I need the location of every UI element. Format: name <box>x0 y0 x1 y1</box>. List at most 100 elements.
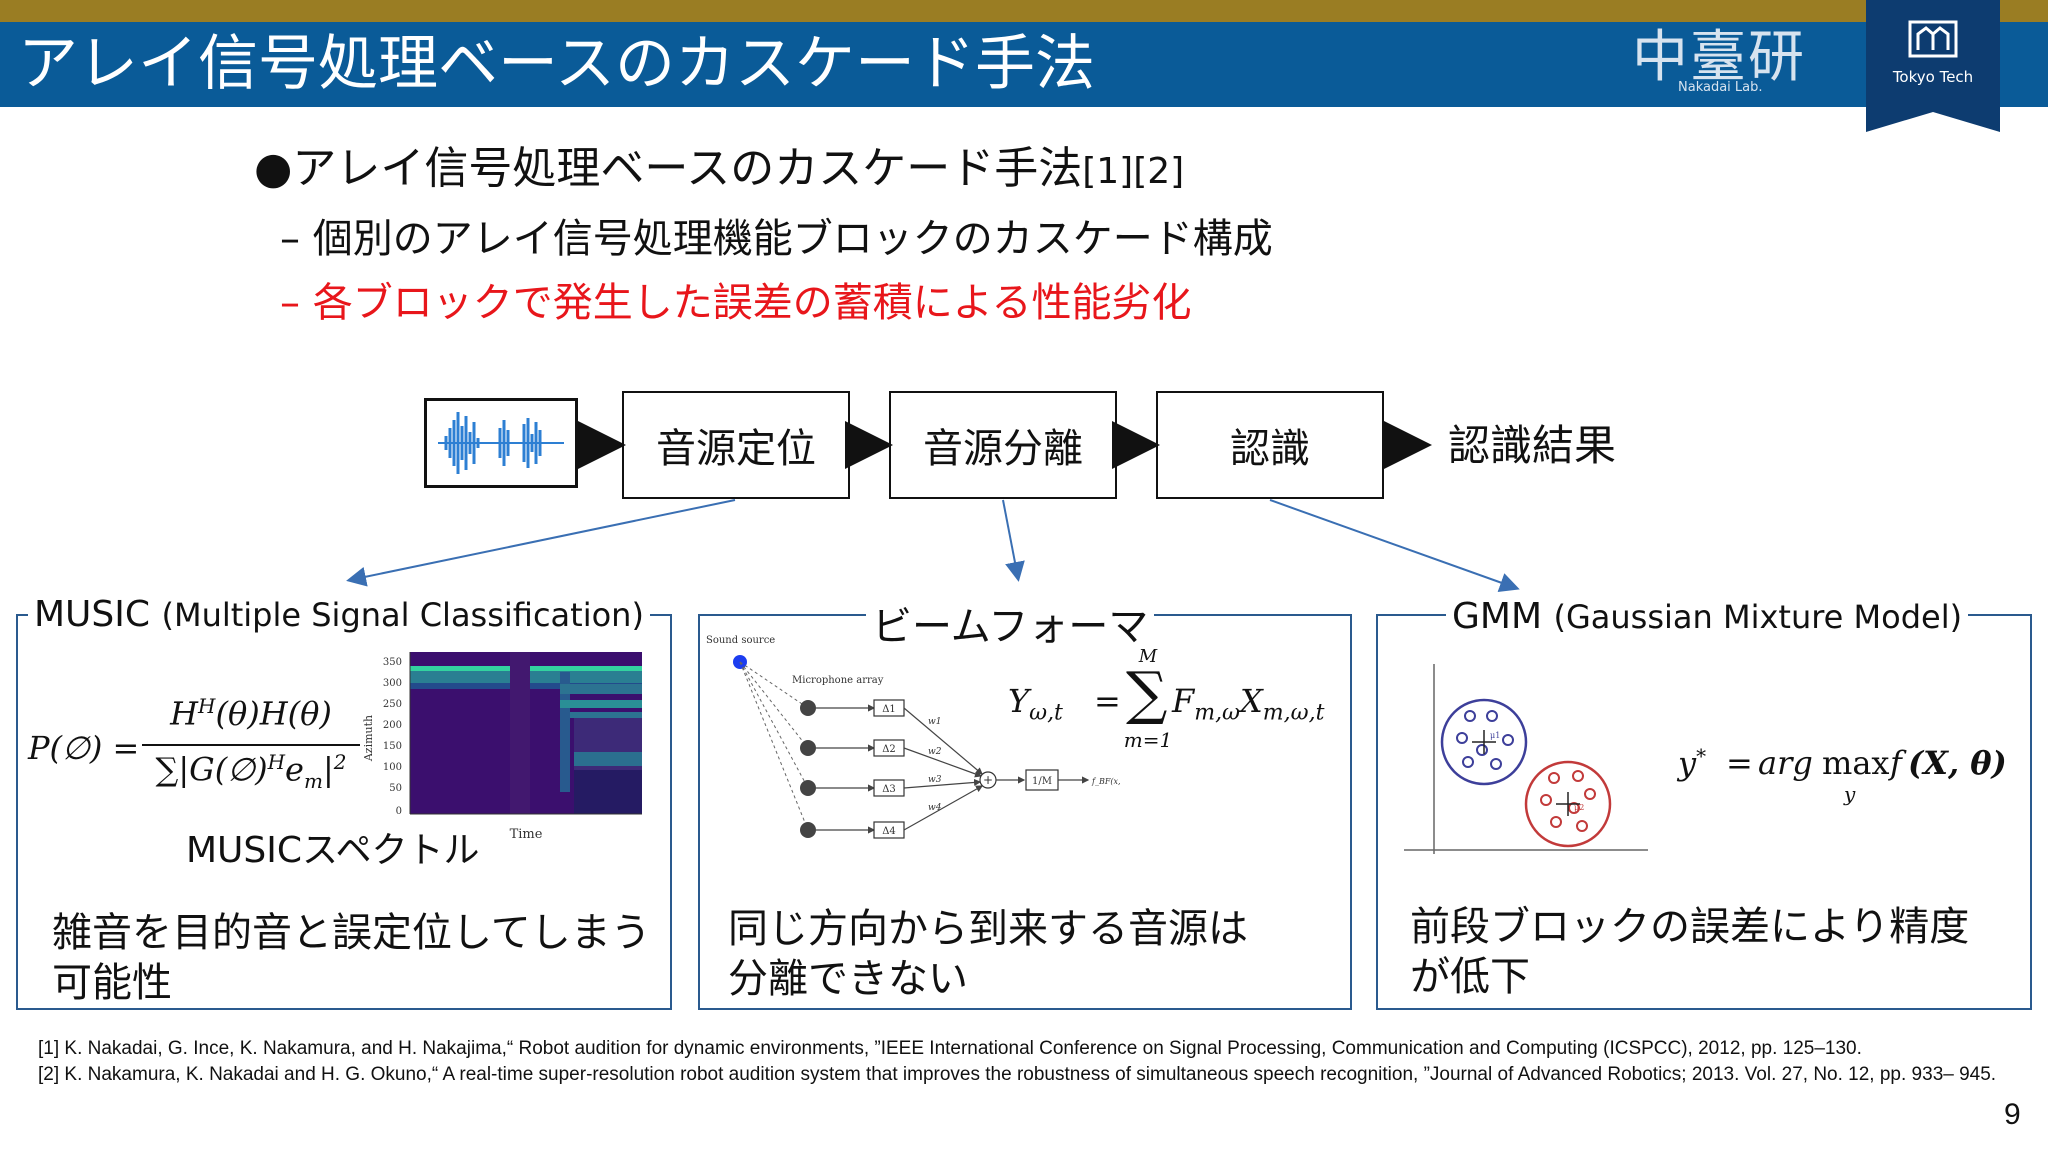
gmm-cluster-plot: μ1 μ2 <box>1404 664 1648 854</box>
page-number: 9 <box>2004 1098 2021 1131</box>
beamformer-note-line2: 分離できない <box>728 956 968 1002</box>
y-tick-300: 300 <box>383 678 402 689</box>
beamformer-panel <box>698 614 1352 1010</box>
weight-4: w4 <box>928 803 942 813</box>
gmm-f: f <box>1890 744 1902 782</box>
gmm-y-sup: * <box>1696 744 1707 768</box>
sound-source-label: Sound source <box>706 635 775 646</box>
music-den-end: | <box>322 750 334 789</box>
music-spectrum-label: MUSICスペクトル <box>186 830 480 871</box>
gmm-formula-y: y* <box>1678 744 1706 783</box>
tokyo-tech-logo <box>1866 0 2000 132</box>
gmm-arg: arg <box>1758 744 1813 782</box>
music-formula-denominator: ∑|G(∅)Hem|2 <box>142 750 360 793</box>
reference-1: [1] K. Nakadai, G. Ince, K. Nakamura, an… <box>38 1038 1862 1059</box>
step-localization-box: 音源定位 <box>622 391 850 499</box>
gmm-note: 前段ブロックの誤差により精度 が低下 <box>1410 902 1969 1002</box>
step-recognition-label: 認識 <box>1230 426 1310 472</box>
music-title-abbr: MUSIC <box>34 594 151 635</box>
y-tick-50: 50 <box>389 783 402 794</box>
gmm-formula: y* = arg max y f (X, θ) <box>1678 744 2007 824</box>
summing-symbol: + <box>983 773 993 787</box>
step-localization-label: 音源定位 <box>656 426 816 472</box>
gmm-panel-title: GMM (Gaussian Mixture Model) <box>1446 596 1969 637</box>
top-accent-strip <box>0 0 2048 22</box>
references: [1] K. Nakadai, G. Ince, K. Nakamura, an… <box>38 1036 1998 1088</box>
music-note: 雑音を目的音と誤定位してしまう 可能性 <box>52 908 651 1008</box>
gmm-note-line2: が低下 <box>1410 954 1530 1000</box>
bf-lhs-sub: ω,t <box>1029 700 1063 726</box>
weight-1: w1 <box>928 717 941 727</box>
music-fraction-bar <box>142 744 360 746</box>
delay-3: Δ3 <box>882 784 896 795</box>
gmm-y: y <box>1678 744 1697 783</box>
gmm-note-line1: 前段ブロックの誤差により精度 <box>1410 904 1970 950</box>
sub-bullet-2: – 各ブロックで発生した誤差の蓄積による性能劣化 <box>280 280 1192 326</box>
beamformer-diagram: Sound source Microphone array Δ1 Δ2 Δ3 Δ… <box>706 635 1120 839</box>
lab-logo-kanji: 中臺研 <box>1632 25 1806 90</box>
gmm-title-abbr: GMM <box>1452 596 1543 637</box>
gmm-title-full: (Gaussian Mixture Model) <box>1553 598 1963 636</box>
music-num-h: H <box>170 694 199 733</box>
music-formula-lhs: P(∅) = <box>28 729 140 767</box>
main-bullet: ●アレイ信号処理ベースのカスケード手法[1][2] <box>254 140 1184 201</box>
bf-lhs-y: Y <box>1008 682 1030 720</box>
music-spectrum-plot: 350 300 250 200 150 100 50 0 Azimuth Tim… <box>362 652 642 840</box>
reference-2: [2] K. Nakamura, K. Nakadai and H. G. Ok… <box>38 1064 1997 1085</box>
y-tick-100: 100 <box>383 762 402 773</box>
y-tick-200: 200 <box>383 720 402 731</box>
y-tick-0: 0 <box>396 806 402 817</box>
lab-logo-name: Nakadai Lab. <box>1678 80 1763 95</box>
main-bullet-refs: [1][2] <box>1082 151 1185 192</box>
music-note-line1: 雑音を目的音と誤定位してしまう <box>52 910 651 956</box>
beamformer-note-line1: 同じ方向から到来する音源は <box>728 906 1248 952</box>
beamformer-panel-title: ビームフォーマ <box>866 594 1155 652</box>
bf-sum-top: M <box>1138 646 1158 667</box>
step-separation-label: 音源分離 <box>923 426 1083 472</box>
y-axis-label: Azimuth <box>362 715 375 762</box>
y-tick-250: 250 <box>383 699 402 710</box>
cluster-1-ellipse <box>1440 698 1528 786</box>
bf-x-sub: m,ω,t <box>1262 700 1325 726</box>
bf-formula-rhs: Fm,ωXm,ω,t <box>1172 682 1324 725</box>
delay-2: Δ2 <box>882 744 896 755</box>
bf-f-sub: m,ω <box>1194 700 1240 726</box>
beamformer-note: 同じ方向から到来する音源は 分離できない <box>728 904 1248 1004</box>
music-num-rest: (θ)H(θ) <box>215 694 332 733</box>
sub-bullet-1: – 個別のアレイ信号処理機能ブロックのカスケード構成 <box>280 216 1273 262</box>
waveform-box <box>424 398 578 488</box>
bf-x: X <box>1240 682 1263 720</box>
music-den-sub: m <box>303 769 323 794</box>
y-tick-150: 150 <box>383 741 402 752</box>
music-num-sup: H <box>198 694 216 718</box>
recognition-result-label: 認識結果 <box>1448 421 1617 470</box>
music-den-sup: H <box>267 750 286 774</box>
gmm-max-sub: y <box>1844 782 1856 806</box>
music-formula-numerator: HH(θ)H(θ) <box>142 694 360 733</box>
weight-3: w3 <box>928 775 942 785</box>
bf-formula-lhs: Yω,t <box>1008 682 1063 725</box>
tokyo-tech-label: Tokyo Tech <box>1892 68 1974 86</box>
slide-title: アレイ信号処理ベースのカスケード手法 <box>18 29 1095 99</box>
music-den-e: e <box>285 750 304 789</box>
main-bullet-text: ●アレイ信号処理ベースのカスケード手法 <box>254 143 1083 194</box>
music-den-sq: 2 <box>333 750 347 774</box>
weight-2: w2 <box>928 747 942 757</box>
cluster-1-label: μ1 <box>1490 731 1500 740</box>
bf-sum-sign: ∑ <box>1126 659 1168 727</box>
title-bar <box>0 22 2048 107</box>
bf-equals: = <box>1094 682 1121 720</box>
gmm-max: max <box>1822 744 1890 782</box>
music-den-start: ∑|G(∅) <box>155 750 268 789</box>
mic-array-label: Microphone array <box>792 675 884 686</box>
x-axis-label: Time <box>510 827 543 840</box>
step-separation-box: 音源分離 <box>889 391 1117 499</box>
music-panel-title: MUSIC (Multiple Signal Classification) <box>28 594 650 635</box>
music-title-full: (Multiple Signal Classification) <box>161 596 644 634</box>
bf-f: F <box>1172 682 1195 720</box>
gmm-args: (X, θ) <box>1908 744 2007 782</box>
cluster-2-label: μ2 <box>1574 803 1584 812</box>
gmm-panel <box>1376 614 2032 1010</box>
lab-logo: 中臺研 Nakadai Lab. <box>1632 25 1806 96</box>
